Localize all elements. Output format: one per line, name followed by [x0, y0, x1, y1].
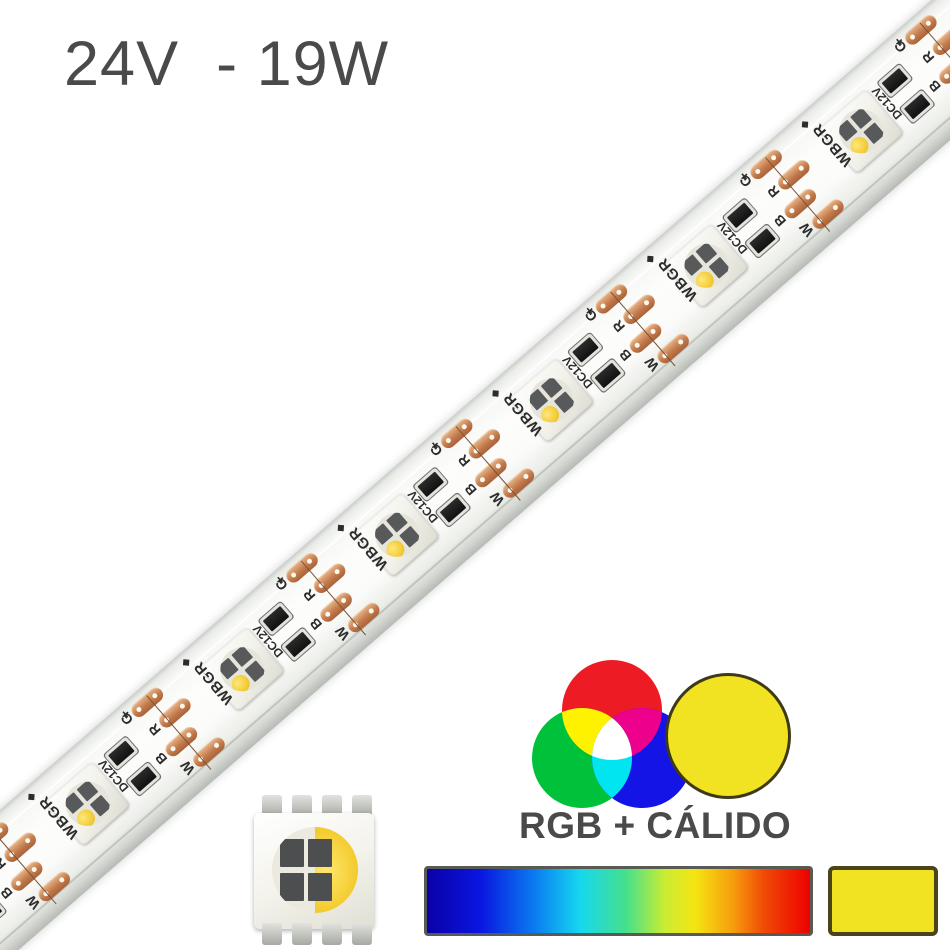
smd-resistor	[130, 766, 157, 792]
pad-hole	[770, 154, 778, 162]
smd-resistor	[285, 631, 312, 658]
smd-resistor	[594, 362, 622, 389]
page-title: 24V - 19W	[64, 29, 390, 99]
pad-hole	[367, 607, 375, 615]
pad-hole	[324, 610, 332, 618]
pad-hole	[14, 879, 22, 887]
pad-hole	[460, 423, 468, 431]
chip-pin	[322, 923, 342, 945]
chip-die	[280, 839, 304, 867]
pad-hole	[24, 837, 32, 845]
pad-hole	[340, 596, 348, 605]
pad-hole	[58, 876, 66, 884]
product-caption: RGB + CÁLIDO	[519, 805, 792, 846]
pad-hole	[599, 302, 607, 310]
pad-hole	[788, 207, 796, 215]
pad-hole	[943, 72, 950, 80]
smd-led-chip-closeup	[248, 795, 380, 945]
pad-hole	[135, 705, 143, 714]
warm-white-color-circle	[665, 673, 791, 799]
polarity-marker-dot	[337, 524, 345, 532]
pad-hole	[643, 299, 651, 307]
pad-hole	[178, 702, 186, 710]
pad-hole	[305, 557, 314, 565]
pad-hole	[633, 341, 641, 349]
led-strip-segments: WBGRDC12VGRBW+WBGRDC12VGRBW+WBGRDC12VGRB…	[0, 12, 950, 927]
chip-pin	[262, 923, 282, 945]
polarity-marker-dot	[28, 793, 35, 801]
pad-hole	[649, 327, 657, 336]
pad-hole	[804, 193, 812, 201]
pad-hole	[212, 741, 221, 749]
polarity-marker-dot	[182, 659, 190, 666]
pad-hole	[797, 164, 805, 172]
chip-lens	[272, 827, 358, 913]
rgb-spectrum-bar	[424, 866, 813, 936]
pad-hole	[169, 745, 177, 753]
pad-hole	[677, 338, 685, 346]
pad-hole	[754, 168, 762, 176]
pad-hole	[478, 476, 486, 484]
pad-hole	[290, 571, 298, 579]
pad-hole	[151, 692, 159, 700]
pad-hole	[831, 203, 839, 211]
pad-hole	[488, 433, 496, 441]
chip-die	[280, 873, 304, 901]
smd-resistor	[439, 497, 467, 523]
smd-resistor	[749, 228, 776, 254]
pad-hole	[924, 19, 932, 27]
pad-hole	[185, 731, 193, 739]
chip-die	[308, 873, 332, 901]
pad-hole	[0, 826, 4, 834]
pad-hole	[908, 33, 917, 41]
chip-pin	[292, 923, 312, 945]
pad-hole	[333, 568, 341, 576]
chip-pin	[352, 923, 372, 945]
pad-hole	[30, 865, 38, 874]
chip-body	[254, 813, 374, 929]
polarity-marker-dot	[492, 390, 499, 397]
pad-hole	[494, 462, 502, 470]
polarity-marker-dot	[647, 255, 654, 263]
pad-hole	[444, 437, 452, 445]
chip-die	[308, 839, 332, 867]
warm-white-swatch	[828, 866, 938, 936]
pad-hole	[522, 472, 530, 480]
smd-resistor	[903, 93, 931, 120]
smd-resistor	[0, 900, 3, 927]
polarity-marker-dot	[801, 121, 809, 128]
pad-hole	[615, 288, 623, 296]
